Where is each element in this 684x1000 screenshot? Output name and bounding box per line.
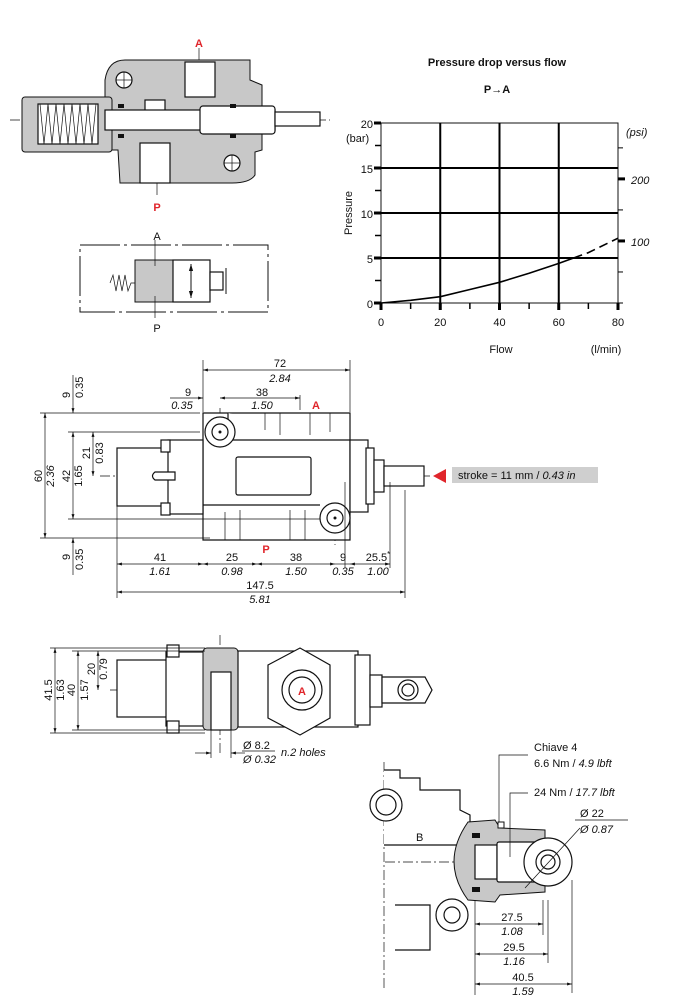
dim-9-in: 0.35	[171, 400, 193, 412]
port-a-label: A	[195, 38, 203, 50]
port-p-bore	[139, 142, 171, 184]
dim-v9-top: 9	[61, 392, 73, 398]
x-unit: (l/min)	[591, 344, 622, 356]
hydraulic-symbol: A P	[79, 231, 269, 335]
dim-27-5: 27.5	[501, 912, 522, 924]
y-tick-label: 10	[361, 209, 373, 221]
section-view: A P	[10, 38, 330, 214]
stroke-note: stroke = 11 mm / 0.43 in	[458, 470, 576, 482]
x-tick-label: 20	[434, 317, 446, 329]
x-tick-label: 40	[493, 317, 505, 329]
spool-rod	[274, 111, 321, 127]
y2-unit: (psi)	[626, 127, 648, 139]
dim-38: 38	[256, 387, 268, 399]
x-tick-label: 60	[553, 317, 565, 329]
stroke-note-box	[452, 467, 598, 483]
port-a-label: A	[312, 400, 320, 412]
series-line	[573, 237, 619, 259]
spring-cap	[116, 659, 168, 718]
x-tick-label: 80	[612, 317, 624, 329]
dimension-labels: 72 2.84 9 0.35 38 1.50 9 0.35 60 2.36 42…	[33, 358, 390, 606]
dim-9-bottom: 9	[340, 552, 346, 564]
symbol-port-p: P	[153, 323, 160, 335]
dimensions	[40, 360, 406, 598]
port-a-bore	[184, 61, 216, 98]
y-tick-label: 15	[361, 164, 373, 176]
fitting-torque: 24 Nm / 17.7 lbft	[534, 787, 616, 799]
dim-40: 40	[66, 684, 78, 696]
y-unit: (bar)	[346, 133, 369, 145]
dim-40-5-in: 1.59	[512, 986, 533, 998]
hole-diameter-in: Ø 0.32	[242, 754, 276, 766]
port-a-bore	[288, 676, 316, 704]
series-line	[380, 257, 574, 304]
port-p-label: P	[262, 544, 269, 556]
x-tick-label: 0	[378, 317, 384, 329]
key-torque: 6.6 Nm / 4.9 lbft	[534, 758, 613, 770]
dim-41-in: 1.61	[149, 566, 170, 578]
chart-subtitle: P→A	[484, 84, 510, 96]
dim-38-bottom: 38	[290, 552, 302, 564]
x-label: Flow	[489, 344, 512, 356]
dim-9: 9	[185, 387, 191, 399]
dim-29-5-in: 1.16	[503, 956, 525, 968]
dim-27-5-in: 1.08	[501, 926, 523, 938]
dim-38-in: 1.50	[251, 400, 273, 412]
dim-72-in: 2.84	[268, 373, 290, 385]
port-b-label: B	[416, 832, 423, 844]
dim-20: 20	[86, 663, 98, 675]
detail-view: B Chiave 4 6.6 Nm / 4.9 lbft 24 Nm / 17.…	[369, 742, 628, 998]
dim-29-5: 29.5	[503, 942, 524, 954]
hole-diameter: Ø 8.2	[243, 740, 270, 752]
dim-21-in: 0.83	[94, 442, 106, 463]
dim-40-in: 1.57	[79, 679, 91, 700]
spool-end	[383, 465, 425, 487]
dim-41-5: 41.5	[43, 679, 55, 700]
holes-note: n.2 holes	[281, 747, 326, 759]
dim-21: 21	[81, 447, 93, 459]
chart-title: Pressure drop versus flow	[428, 57, 567, 69]
y-tick-label: 0	[367, 299, 373, 311]
dim-20-in: 0.79	[98, 658, 110, 679]
dim-147-5-in: 5.81	[249, 594, 270, 606]
y-label: Pressure	[343, 191, 355, 235]
dim-147-5: 147.5	[246, 580, 274, 592]
symbol-port-a: A	[153, 231, 161, 243]
dim-v9-bottom-in: 0.35	[74, 549, 86, 570]
dim-41: 41	[154, 552, 166, 564]
top-view: A 41.5 1.63 40 1.57 20 0.79 Ø 8.2 Ø 0.32…	[43, 635, 433, 766]
dim-42-in: 1.65	[73, 465, 85, 486]
dim-38-bottom-in: 1.50	[285, 566, 307, 578]
dim-60: 60	[33, 470, 45, 482]
dim-v9-bottom: 9	[61, 554, 73, 560]
y-tick-label: 5	[367, 254, 373, 266]
dim-41-5-in: 1.63	[55, 679, 67, 700]
key-label: Chiave 4	[534, 742, 577, 754]
y2-tick-label: 100	[631, 237, 650, 249]
dim-42: 42	[61, 470, 73, 482]
dim-72: 72	[274, 358, 286, 370]
eye-diameter-in: Ø 0.87	[579, 824, 614, 836]
pressure-flow-chart: Pressure drop versus flow P→A 0 20 40 60 80 0…	[343, 57, 650, 356]
front-view: stroke = 11 mm / 0.43 in A P	[33, 358, 598, 606]
y2-tick-label: 200	[630, 175, 650, 187]
dim-25-in: 0.98	[221, 566, 243, 578]
body-plate	[235, 456, 312, 496]
port-a-label: A	[298, 686, 306, 698]
dim-40-5: 40.5	[512, 972, 533, 984]
dim-v9-top-in: 0.35	[74, 377, 86, 398]
y-tick-label: 20	[361, 119, 373, 131]
dim-25-5-in: 1.00	[367, 566, 389, 578]
dim-25: 25	[226, 552, 238, 564]
eye-diameter: Ø 22	[580, 808, 604, 820]
dim-9-bottom-in: 0.35	[332, 566, 354, 578]
port-p-label: P	[153, 202, 160, 214]
dim-25-5: 25.5*	[366, 550, 391, 564]
stroke-arrow-icon	[433, 469, 446, 483]
dim-60-in: 2.36	[45, 464, 57, 487]
